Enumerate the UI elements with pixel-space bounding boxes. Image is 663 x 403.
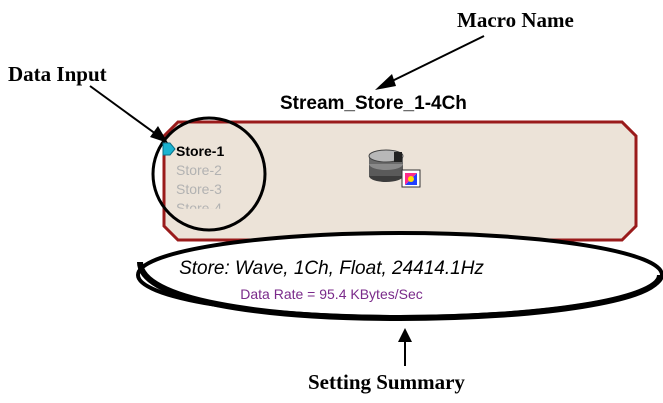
data-input-arrow [89,85,168,143]
macro-name-callout: Macro Name [457,8,574,32]
macro-title[interactable]: Stream_Store_1-4Ch [280,93,467,114]
setting-summary-ellipse-shadow [137,261,663,322]
port-store-2[interactable]: Store-2 [176,162,222,178]
data-input-circle [151,116,267,232]
setting-summary-arrow [398,328,412,366]
port-store-3[interactable]: Store-3 [176,181,222,197]
setting-summary-data-rate: Data Rate = 95.4 KBytes/Sec [240,286,423,302]
port-store-1[interactable]: Store-1 [176,143,225,159]
macro-box[interactable] [162,120,638,242]
port-connector-icon[interactable] [162,142,176,156]
setting-summary-callout: Setting Summary [308,370,465,394]
port-store-4[interactable]: Store-4 [176,200,222,216]
macro-name-arrow [375,35,485,90]
setting-summary-format: Store: Wave, 1Ch, Float, 24414.1Hz [179,258,484,279]
data-input-callout: Data Input [8,62,107,86]
color-settings-icon [401,169,421,188]
stack-storage-icon [368,149,404,182]
